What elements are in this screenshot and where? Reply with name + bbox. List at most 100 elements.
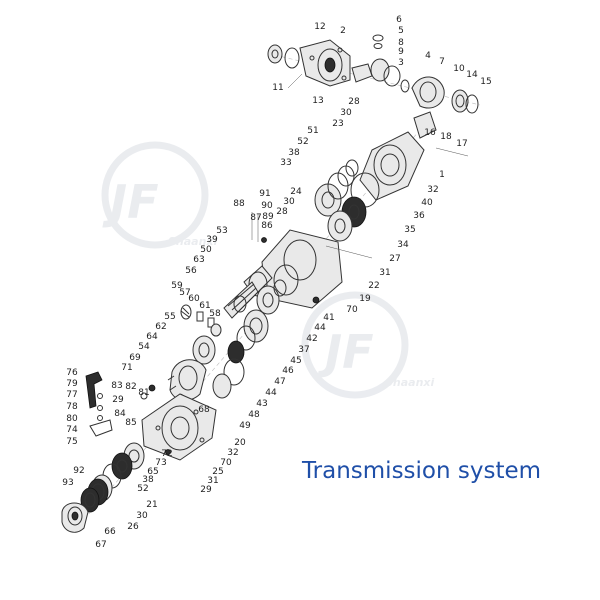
part-callout-9: 9 — [398, 47, 404, 57]
bolt-hole — [337, 47, 343, 53]
part-callout-44: 44 — [265, 388, 277, 398]
part-callout-20: 20 — [234, 438, 246, 448]
bearing-56 — [233, 295, 247, 313]
part-callout-45: 45 — [290, 356, 301, 366]
spider-4 — [383, 65, 401, 87]
spring-coil — [180, 307, 190, 318]
bolt-hole — [341, 75, 347, 81]
bevel-gear-10 — [411, 76, 445, 109]
upper-housing-1 — [359, 131, 425, 201]
part-callout-30: 30 — [136, 511, 148, 521]
part-callout-47: 47 — [274, 377, 285, 387]
part-callout-70: 70 — [346, 305, 358, 315]
part-callout-19: 19 — [359, 294, 371, 304]
washer-5 — [373, 43, 383, 49]
watermark-sub-top: Shaanxi — [168, 235, 218, 248]
part-callout-13: 13 — [312, 96, 323, 106]
part-callout-74: 74 — [66, 425, 78, 435]
gear-35 — [327, 210, 353, 242]
part-callout-56: 56 — [185, 266, 197, 276]
gear-62 — [192, 335, 216, 365]
upper-housing-bore-inner — [380, 153, 400, 177]
part-callout-10: 10 — [453, 64, 465, 74]
part-callout-27: 27 — [389, 254, 400, 264]
washer-82 — [140, 392, 148, 400]
part-callout-84: 84 — [114, 409, 126, 419]
part-callout-39: 39 — [206, 235, 218, 245]
spline-teeth — [227, 283, 259, 315]
part-callout-21: 21 — [146, 500, 157, 510]
bearing-37 — [256, 285, 280, 315]
washer-77 — [97, 405, 103, 411]
housing-bore — [317, 48, 343, 82]
part-callout-7: 7 — [439, 57, 445, 67]
watermark-brand-top: JF — [102, 175, 159, 229]
part-callout-30: 30 — [283, 197, 295, 207]
part-callout-46: 46 — [282, 366, 294, 376]
bearing-65-inner — [128, 449, 140, 463]
side-gear-3 — [370, 58, 390, 82]
washer-51 — [345, 159, 359, 177]
ring-7 — [400, 79, 410, 93]
part-callout-91: 91 — [259, 189, 270, 199]
bearing-cap-12 — [267, 44, 283, 64]
part-callout-31: 31 — [379, 268, 390, 278]
block-60 — [196, 311, 204, 322]
part-callout-34: 34 — [397, 240, 409, 250]
bolt-81 — [148, 384, 156, 392]
part-callout-1: 1 — [439, 170, 445, 180]
gear-hub-bore — [178, 365, 198, 391]
part-callout-35: 35 — [404, 225, 415, 235]
part-callout-62: 62 — [155, 322, 166, 332]
plug-72 — [165, 449, 171, 455]
bearing-43 — [223, 358, 245, 386]
part-callout-44: 44 — [314, 323, 326, 333]
part-callout-25: 25 — [212, 467, 223, 477]
part-callout-88: 88 — [233, 199, 245, 209]
watermark-top: JF Shaanxi — [101, 141, 218, 249]
plug-41 — [312, 296, 320, 304]
gear-47 — [227, 340, 245, 364]
watermark-bottom: JF Shaanxi — [301, 291, 435, 399]
part-callout-60: 60 — [188, 294, 200, 304]
part-callout-17: 17 — [456, 139, 467, 149]
part-callout-87: 87 — [250, 213, 261, 223]
bracket-74 — [89, 419, 113, 437]
part-callout-71: 71 — [121, 363, 132, 373]
part-callout-18: 18 — [440, 132, 452, 142]
gear-36-bore — [348, 204, 360, 220]
part-callout-8: 8 — [398, 38, 404, 48]
middle-housing-bore-upper — [283, 239, 317, 281]
part-callout-85: 85 — [125, 418, 136, 428]
gear-62-bore — [198, 342, 210, 358]
watermark-sub-bottom: Shaanxi — [385, 376, 435, 389]
gear-hub-54 — [169, 359, 207, 401]
part-callout-33: 33 — [280, 158, 291, 168]
washer-42 — [273, 279, 287, 297]
part-callout-29: 29 — [200, 485, 212, 495]
part-callout-12: 12 — [314, 22, 325, 32]
part-callout-41: 41 — [323, 313, 334, 323]
output-flange-nut — [71, 511, 79, 521]
part-callout-23: 23 — [332, 119, 343, 129]
bevel-gear-bore — [419, 81, 437, 103]
part-callout-32: 32 — [227, 448, 238, 458]
part-callout-26: 26 — [127, 522, 139, 532]
bearing-14-inner — [455, 94, 465, 108]
part-callout-2: 2 — [340, 26, 346, 36]
part-callout-14: 14 — [466, 70, 478, 80]
block-61 — [207, 317, 215, 328]
part-callout-43: 43 — [256, 399, 267, 409]
part-callout-6: 6 — [396, 15, 402, 25]
part-callout-69: 69 — [129, 353, 141, 363]
part-callout-92: 92 — [73, 466, 84, 476]
ring-38-lower — [111, 452, 133, 480]
dowel-22 — [325, 245, 373, 259]
part-callout-5: 5 — [398, 26, 404, 36]
part-callout-70: 70 — [220, 458, 232, 468]
bolt-hole — [193, 409, 199, 415]
diagram-caption: Transmission system — [301, 458, 541, 484]
